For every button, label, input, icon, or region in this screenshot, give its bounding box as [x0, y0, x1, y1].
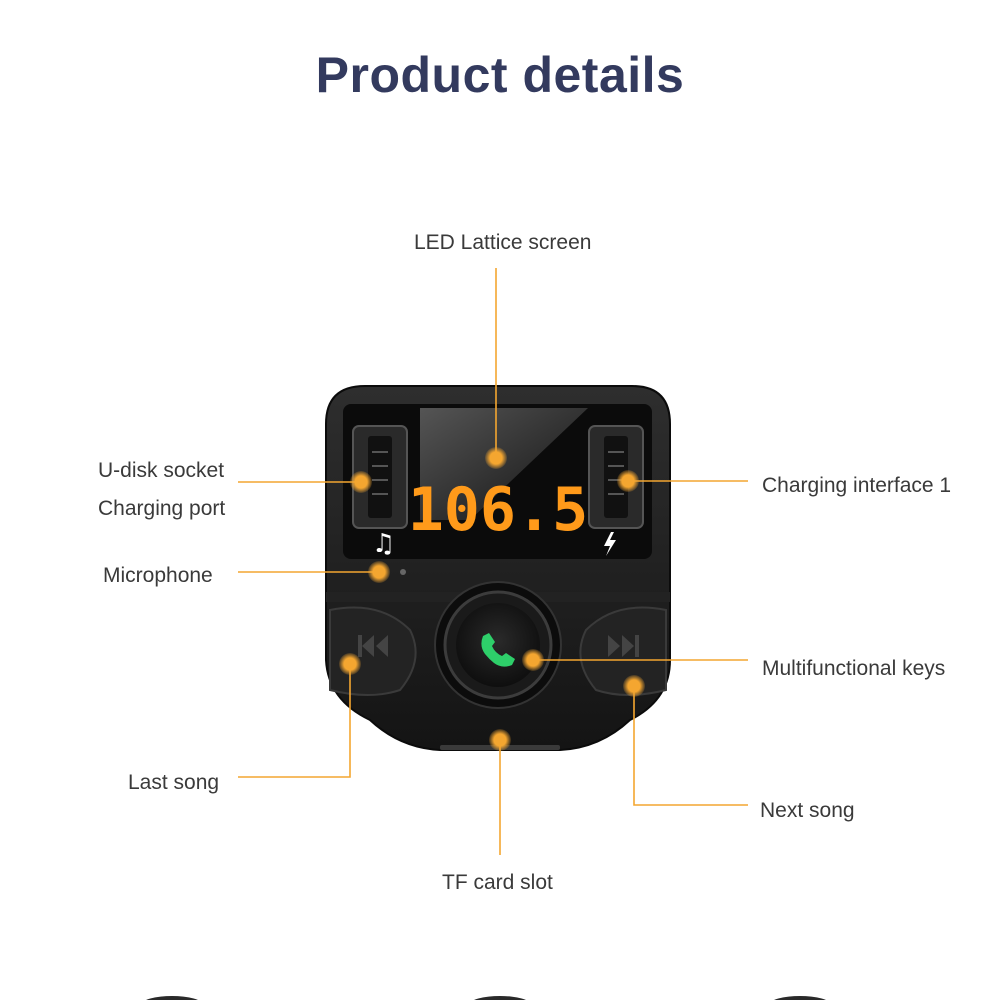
callout-dot-u-disk: [350, 471, 372, 493]
phone-icon: [481, 633, 515, 667]
previous-track-icon: [358, 635, 388, 657]
usb-port-right: [588, 425, 644, 529]
callout-dot-next-song: [623, 675, 645, 697]
label-next-song: Next song: [760, 799, 855, 822]
multifunction-knob[interactable]: [434, 581, 562, 709]
callout-dots: [339, 447, 645, 751]
label-tf-card-slot: TF card slot: [442, 871, 553, 894]
usb-port-left: [352, 425, 408, 529]
callout-dot-last-song: [339, 653, 361, 675]
page-title: Product details: [315, 47, 685, 103]
callout-lines: [238, 268, 748, 855]
bottom-partial-shapes: [146, 996, 826, 1000]
callout-dot-microphone: [368, 561, 390, 583]
label-charging-port: Charging port: [98, 497, 226, 520]
label-led-screen: LED Lattice screen: [414, 231, 592, 254]
callout-dot-led: [485, 447, 507, 469]
label-multifunctional-keys: Multifunctional keys: [762, 657, 946, 680]
callout-dot-charging: [617, 470, 639, 492]
label-charging-interface: Charging interface 1: [762, 474, 952, 497]
led-display-value: 106.5: [408, 475, 589, 545]
music-note-icon: ♫: [372, 529, 395, 559]
label-u-disk-socket: U-disk socket: [98, 459, 225, 482]
lightning-icon: [604, 532, 616, 556]
label-last-song: Last song: [128, 771, 220, 794]
callout-dot-multifunction: [522, 649, 544, 671]
label-microphone: Microphone: [103, 564, 213, 587]
microphone-hole: [400, 569, 406, 575]
next-track-icon: [608, 635, 639, 657]
callout-dot-tf-card: [489, 729, 511, 751]
